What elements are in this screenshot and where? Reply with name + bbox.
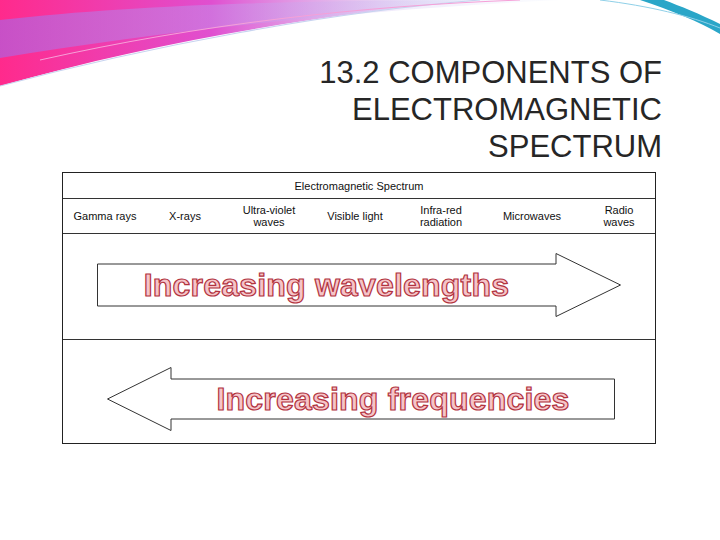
table-rule (63, 198, 655, 199)
band-name: X-rays (169, 210, 201, 222)
spectrum-band-cell: Ultra-violet waves (231, 198, 307, 233)
band-name: Infra-red radiation (407, 204, 475, 228)
spectrum-band-cell: Infra-red radiation (407, 198, 475, 233)
arrow-shape (98, 254, 621, 317)
arrow-label: Increasing wavelengths (144, 267, 509, 303)
band-name: Radio waves (592, 204, 646, 228)
corner-swoosh (640, 0, 720, 34)
band-name: Gamma rays (74, 210, 137, 222)
spectrum-band-cell: Visible light (313, 198, 397, 233)
direction-arrow: Increasing wavelengths (97, 253, 621, 317)
swoosh (0, 0, 560, 58)
spectrum-band-cell: Radio waves (592, 198, 646, 233)
band-name: Visible light (327, 210, 382, 222)
spectrum-band-cell: Gamma rays (63, 198, 147, 233)
spectrum-table: Electromagnetic SpectrumGamma rays X-rays… (62, 172, 656, 444)
arrow-shape (108, 368, 615, 431)
table-rule (63, 233, 655, 234)
band-name: Microwaves (503, 210, 561, 222)
slide-title: 13.2 COMPONENTS OF ELECTROMAGNETIC SPECT… (242, 54, 662, 165)
swoosh-line (40, 0, 520, 60)
table-header: Electromagnetic Spectrum (295, 180, 424, 192)
table-header-row: Electromagnetic Spectrum (63, 173, 655, 198)
spectrum-band-cell: X-rays (155, 198, 215, 233)
spectrum-band-cell: Microwaves (490, 198, 574, 233)
corner-line (600, 0, 720, 28)
table-rule (63, 339, 655, 340)
arrow-label: Increasing frequencies (217, 381, 570, 417)
band-name: Ultra-violet waves (231, 204, 307, 228)
direction-arrow: Increasing frequencies (107, 367, 615, 431)
